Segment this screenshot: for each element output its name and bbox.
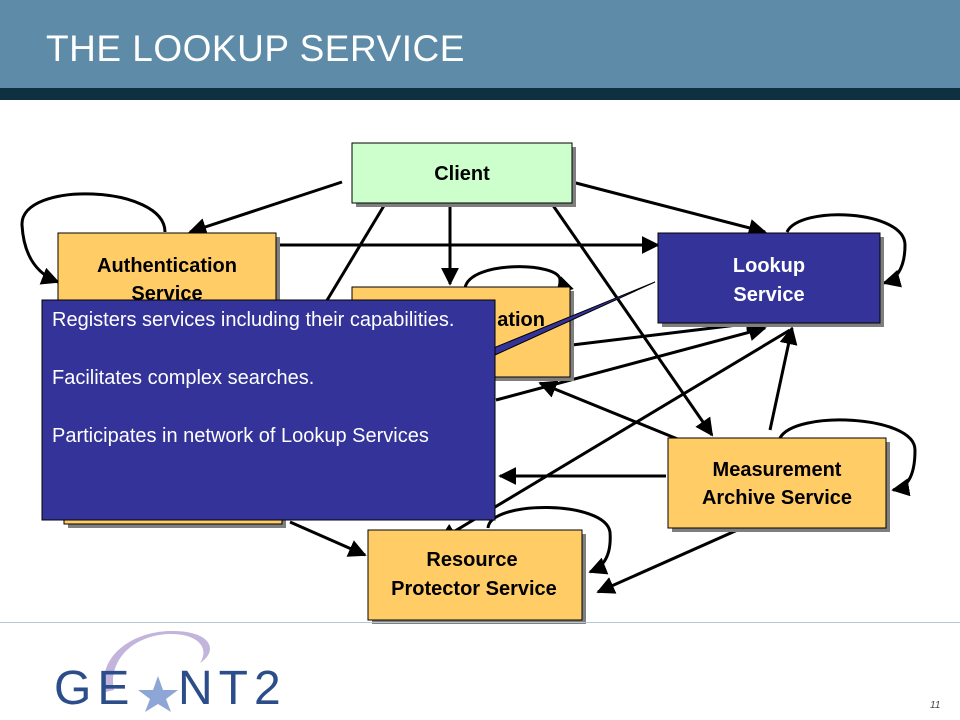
arrow-client-to-callout-area xyxy=(324,203,387,303)
callout-box xyxy=(41,299,496,521)
client-box: Client xyxy=(351,142,576,207)
lookup-label-line1: Lookup xyxy=(733,255,805,277)
arrow-lookup-to-callout xyxy=(438,328,791,542)
geant2-logo: GE NT2 xyxy=(54,630,280,712)
loop-resource xyxy=(486,506,612,575)
resource-label-line2: Protector Service xyxy=(391,578,557,600)
loop-measurement xyxy=(778,418,917,497)
loop-lookup xyxy=(785,213,907,288)
arrow-client-to-lookup xyxy=(571,180,767,237)
arrow-measurement-to-lookup xyxy=(768,326,798,431)
client-label: Client xyxy=(434,163,490,185)
logo-text-tail: NT2 xyxy=(178,662,280,712)
arrow-callout-to-resource xyxy=(289,520,367,557)
arrow-client-to-authentication xyxy=(188,180,343,236)
arrow-client-to-measurement xyxy=(550,203,714,437)
header-band xyxy=(0,0,960,88)
callout-line-registers: Registers services including their capab… xyxy=(52,309,455,331)
logo-star xyxy=(138,676,178,712)
logo-swoosh xyxy=(104,630,210,692)
header-rule xyxy=(0,88,960,100)
callout-line-searches: Facilitates complex searches. xyxy=(52,367,315,389)
page-number: 11 xyxy=(930,700,941,711)
measurement-label-line2: Archive Service xyxy=(702,487,852,509)
resource-protector-box: Resource Protector Service xyxy=(367,529,586,624)
measurement-archive-box: Measurement Archive Service xyxy=(667,437,890,532)
logo-text: GE xyxy=(54,662,135,712)
arrow-measurement-to-resource xyxy=(596,526,743,594)
arrow-measurement-to-authorisation xyxy=(538,380,681,442)
loop-authentication xyxy=(20,192,167,285)
lookup-service-box: Lookup Service xyxy=(657,232,884,327)
authentication-label-line1: Authentication xyxy=(97,255,237,277)
footer-divider xyxy=(0,622,960,623)
callout-line-participates: Participates in network of Lookup Servic… xyxy=(52,425,429,447)
lookup-callout xyxy=(41,281,656,521)
authorisation-label-line2: ation xyxy=(497,309,545,331)
callout-text: Registers services including their capab… xyxy=(52,306,492,451)
lookup-label-line2: Service xyxy=(733,284,804,306)
resource-label-line1: Resource xyxy=(426,549,517,571)
measurement-label-line1: Measurement xyxy=(713,459,842,481)
slide-title: THE LOOKUP SERVICE xyxy=(46,28,465,69)
